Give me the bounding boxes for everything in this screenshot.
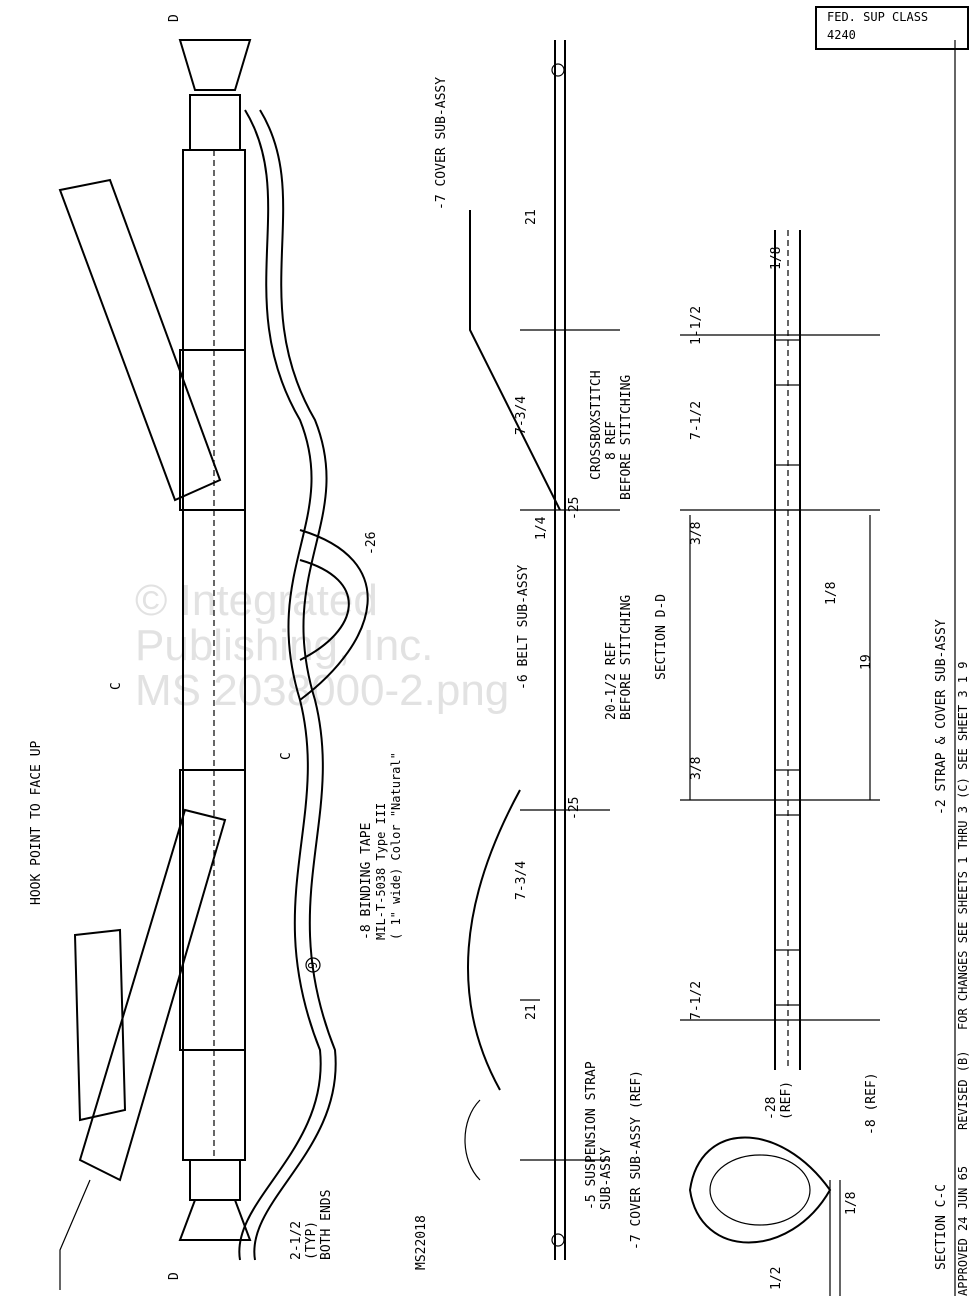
note-9-label: 9 xyxy=(306,962,320,969)
ref-8-label: 8 REF xyxy=(604,421,619,460)
section-c-c-view xyxy=(688,1136,841,1296)
dimension-7-3-4: 7-3/4 xyxy=(514,396,529,435)
belt-sub-assy-label: -6 BELT SUB-ASSY xyxy=(516,565,531,690)
crossboxstitch-label: CROSSBOXSTITCH xyxy=(589,370,604,480)
ref-20-label: 20-1/2 REF xyxy=(604,642,619,720)
fed-sup-class-label: FED. SUP CLASS xyxy=(827,10,929,24)
section-d-marker: D xyxy=(167,14,182,22)
dimension-21-2: 21 xyxy=(524,1004,539,1020)
dimension-3-8-2: 3/8 xyxy=(689,757,704,780)
strap-assembly-view xyxy=(58,39,369,1290)
section-d-marker-2: D xyxy=(167,1272,182,1280)
belt-sub-assembly-view xyxy=(464,40,620,1260)
dimension-21: 21 xyxy=(524,209,539,225)
section-d-d-label: SECTION D-D xyxy=(654,594,669,680)
item-25-label-2: -25 xyxy=(567,797,582,820)
watermark: © Integrated Publishing, Inc. MS 2038000… xyxy=(135,576,509,715)
dimension-1-8: 1/8 xyxy=(824,582,839,605)
typ-label: (TYP) xyxy=(304,1221,319,1260)
hook-point-label: HOOK POINT TO FACE UP xyxy=(29,740,44,905)
item-26-label: -26 xyxy=(364,532,379,555)
watermark-line-3: MS 2038000-2.png xyxy=(135,666,509,715)
section-c-marker-2: C xyxy=(279,752,294,760)
item-8-ref-label: -8 (REF) xyxy=(864,1072,879,1135)
suspension-strap-sub-label: SUB-ASSY xyxy=(599,1147,614,1210)
typ-dimension: 2-1/2 xyxy=(289,1221,304,1260)
both-ends-label: BOTH ENDS xyxy=(319,1190,334,1260)
cover-sub-assy-ref-label: -7 COVER SUB-ASSY (REF) xyxy=(629,1070,644,1250)
dimensions: 21 21 7-3/4 7-3/4 1/4 1-1/2 7-1/2 7-1/2 … xyxy=(514,209,874,1290)
before-stitching-label: BEFORE STITCHING xyxy=(619,375,634,500)
ms22018-label: MS22018 xyxy=(414,1215,429,1270)
watermark-line-2: Publishing, Inc. xyxy=(135,621,433,670)
before-stitching-label-2: BEFORE STITCHING xyxy=(619,595,634,720)
strap-cover-sub-assy-label: -2 STRAP & COVER SUB-ASSY xyxy=(934,619,949,815)
dimension-7-3-4-2: 7-3/4 xyxy=(514,861,529,900)
dimension-3-8: 3/8 xyxy=(689,522,704,545)
revision-footer: APPROVED 24 JUN 65 REVISED (B) FOR CHANG… xyxy=(956,662,970,1296)
dimension-1-1-2: 1-1/2 xyxy=(689,306,704,345)
binding-tape-label: -8 BINDING TAPE xyxy=(359,823,374,940)
strap-cover-sub-assembly-view xyxy=(680,230,880,1070)
federal-supply-class-box: FED. SUP CLASS 4240 xyxy=(815,6,969,50)
dimension-7-1-2: 7-1/2 xyxy=(689,401,704,440)
changes-note: FOR CHANGES SEE SHEETS 1 THRU 3 (C) SEE … xyxy=(956,662,970,1030)
ref-label: (REF) xyxy=(779,1081,794,1120)
suspension-strap-label: -5 SUSPENSION STRAP xyxy=(584,1061,599,1210)
dimension-1-8-2: 1/8 xyxy=(769,247,784,270)
cover-sub-assy-label: -7 COVER SUB-ASSY xyxy=(434,77,449,210)
binding-tape-color: ( 1" wide) Color "Natural" xyxy=(389,752,403,940)
fed-sup-class-value: 4240 xyxy=(827,28,856,42)
revised-label: REVISED (B) xyxy=(956,1051,970,1130)
dimension-7-1-2-2: 7-1/2 xyxy=(689,981,704,1020)
item-25-label: -25 xyxy=(567,497,582,520)
binding-tape-spec: MIL-T-5038 Type III xyxy=(374,803,388,940)
dimension-1-2: 1/2 xyxy=(769,1267,784,1290)
dimension-19: 19 xyxy=(859,654,874,670)
watermark-line-1: © Integrated xyxy=(135,576,378,625)
dimension-1-4: 1/4 xyxy=(534,516,549,540)
dimension-1-8-3: 1/8 xyxy=(844,1192,859,1215)
item-28-label: -28 xyxy=(764,1097,779,1120)
section-c-marker: C xyxy=(109,682,124,690)
section-c-c-label: SECTION C-C xyxy=(934,1184,949,1270)
approved-date: APPROVED 24 JUN 65 xyxy=(956,1166,970,1296)
note-9-circle xyxy=(305,957,321,973)
